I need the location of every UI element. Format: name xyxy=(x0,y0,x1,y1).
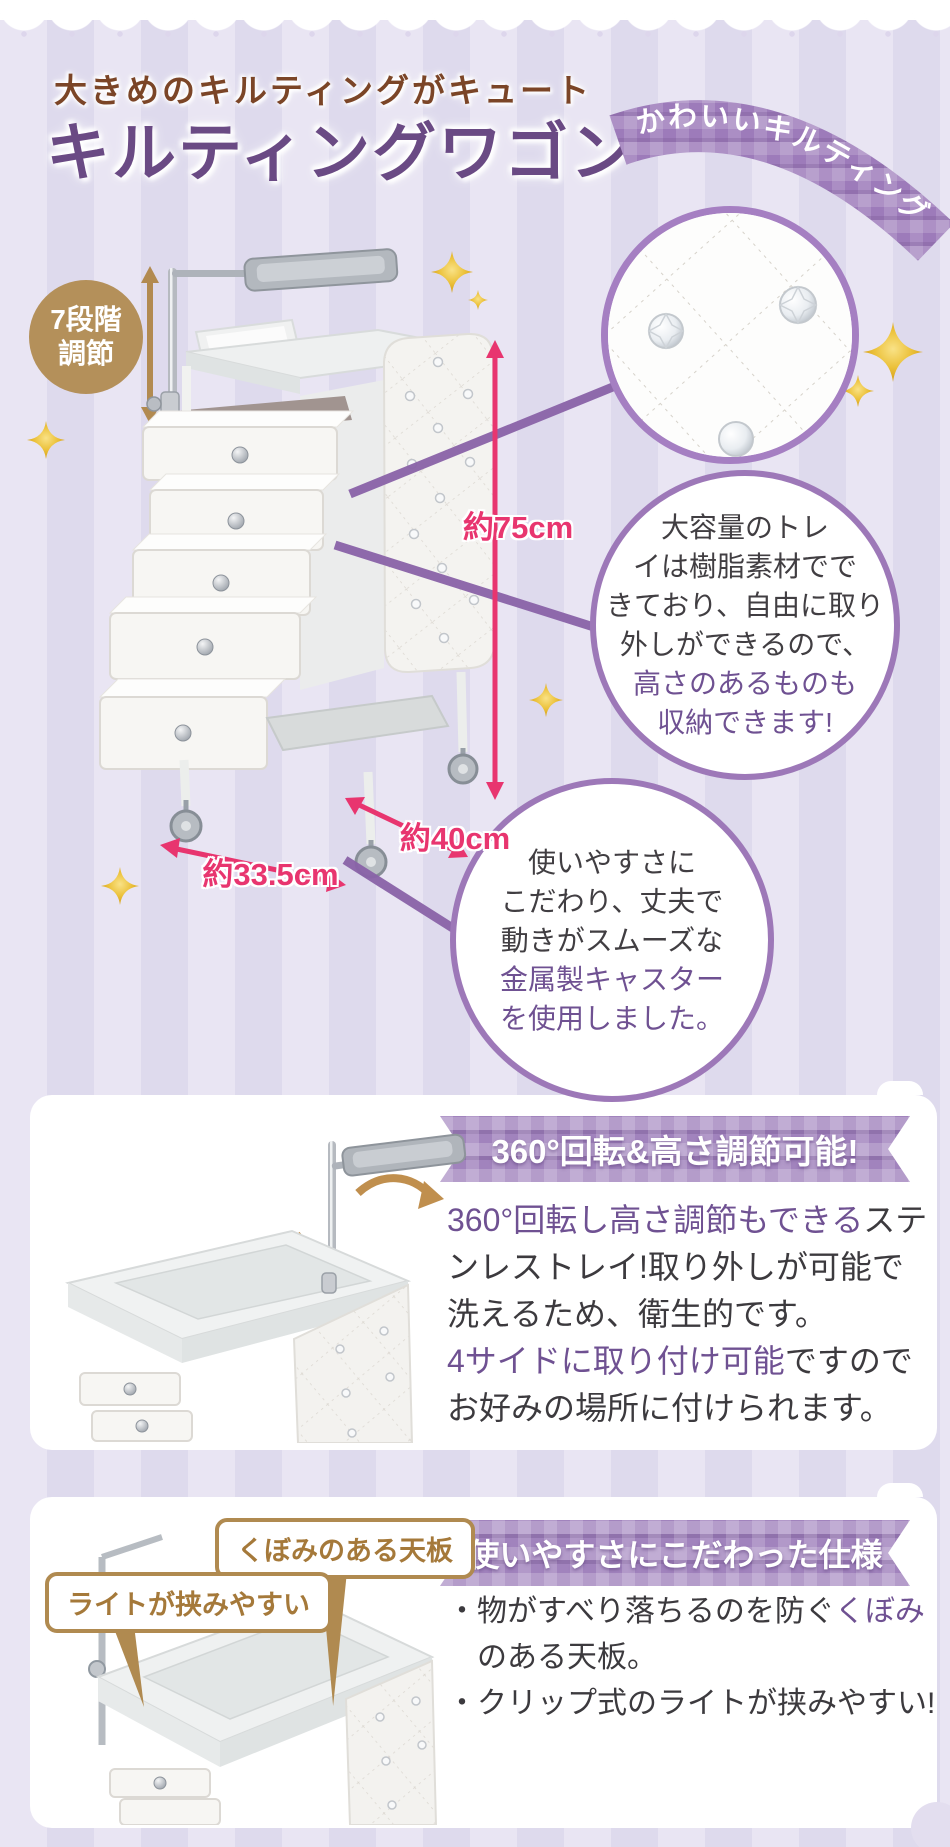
caster-icon xyxy=(169,748,479,879)
tray-bubble-highlight: 高さのあるものも 収納できます! xyxy=(632,668,857,738)
badge-7-levels: 7段階 調節 xyxy=(29,280,143,394)
dim-label-height: 約75cm xyxy=(462,510,574,545)
rotate-banner: 360°回転&高さ調節可能! xyxy=(440,1116,910,1182)
crystal-dots xyxy=(404,356,480,644)
dim-label-width: 約33.5cm xyxy=(202,857,339,892)
wagon-illustration xyxy=(27,248,923,948)
caster-bubble-highlight: 金属製キャスター を使用しました。 xyxy=(499,963,724,1034)
dim-label-depth: 約40cm xyxy=(399,821,511,856)
tray-rotation-illustration xyxy=(65,1133,467,1443)
ribbon-banner: かわいいキルティング xyxy=(609,100,950,261)
dimension-arrow-icon xyxy=(160,340,504,892)
quilting-texture xyxy=(608,213,852,457)
feature-card-rotate: 360°回転&高さ調節可能! 360°回転し高さ調節もできるステ ンレストレイ!… xyxy=(30,1081,937,1450)
usability-bullet: ・クリップ式のライトが挟みやすい! xyxy=(447,1687,936,1720)
rotate-line: 4サイドに取り付け可能ですので xyxy=(447,1343,913,1379)
rotate-line: お好みの場所に付けられます。 xyxy=(447,1390,892,1426)
rhinestone-icon xyxy=(647,285,818,457)
callout-label-top-board: くぼみのある天板 xyxy=(215,1518,475,1579)
tray-arm-illustration xyxy=(146,248,399,428)
card-corner-tab xyxy=(877,1483,923,1497)
feature-card-usability: くぼみのある天板 ライトが挟みやすい 使いやすさにこだわった仕様 ・物がすべり落… xyxy=(30,1483,950,1847)
lace-border xyxy=(0,0,950,64)
badge-line2: 調節 xyxy=(57,338,114,369)
rotate-line: 360°回転し高さ調節もできるステ xyxy=(447,1202,928,1238)
quilting-photo-circle xyxy=(601,206,859,464)
callout-label-light: ライトが挟みやすい xyxy=(45,1572,332,1633)
rotate-line: ンレストレイ!取り外しが可能で xyxy=(447,1249,904,1285)
lace-scallops xyxy=(0,0,950,64)
card-corner-tab xyxy=(877,1081,923,1095)
badge-line1: 7段階 xyxy=(50,304,122,335)
usability-bullet: のある天板。 xyxy=(477,1641,657,1674)
page-title: キルティングワゴン xyxy=(46,116,637,191)
top-board-illustration xyxy=(88,1534,438,1825)
caster-feature-bubble: 使いやすさに こだわり、丈夫で 動きがスムーズな 金属製キャスター を使用しまし… xyxy=(450,778,774,1102)
card-corner-notch xyxy=(911,1802,950,1847)
usability-bullet: ・物がすべり落ちるのを防ぐくぼみ xyxy=(447,1595,925,1628)
usability-bullets: ・物がすべり落ちるのを防ぐくぼみ のある天板。 ・クリップ式のライトが挟みやすい… xyxy=(447,1589,935,1727)
tray-feature-bubble: 大容量のトレ イは樹脂素材でで きており、自由に取り 外しができるので、 高さの… xyxy=(590,470,900,780)
page-subtitle: 大きめのキルティングがキュート xyxy=(54,72,593,109)
caster-bubble-text: 使いやすさに こだわり、丈夫で 動きがスムーズな xyxy=(500,846,724,956)
usability-banner: 使いやすさにこだわった仕様 xyxy=(440,1520,910,1586)
tray-bubble-text: 大容量のトレ イは樹脂素材でで きており、自由に取り 外しができるので、 xyxy=(605,512,885,660)
rotate-body: 360°回転し高さ調節もできるステ ンレストレイ!取り外しが可能で 洗えるため、… xyxy=(447,1197,927,1432)
rotate-line: 洗えるため、衛生的です。 xyxy=(447,1296,827,1332)
